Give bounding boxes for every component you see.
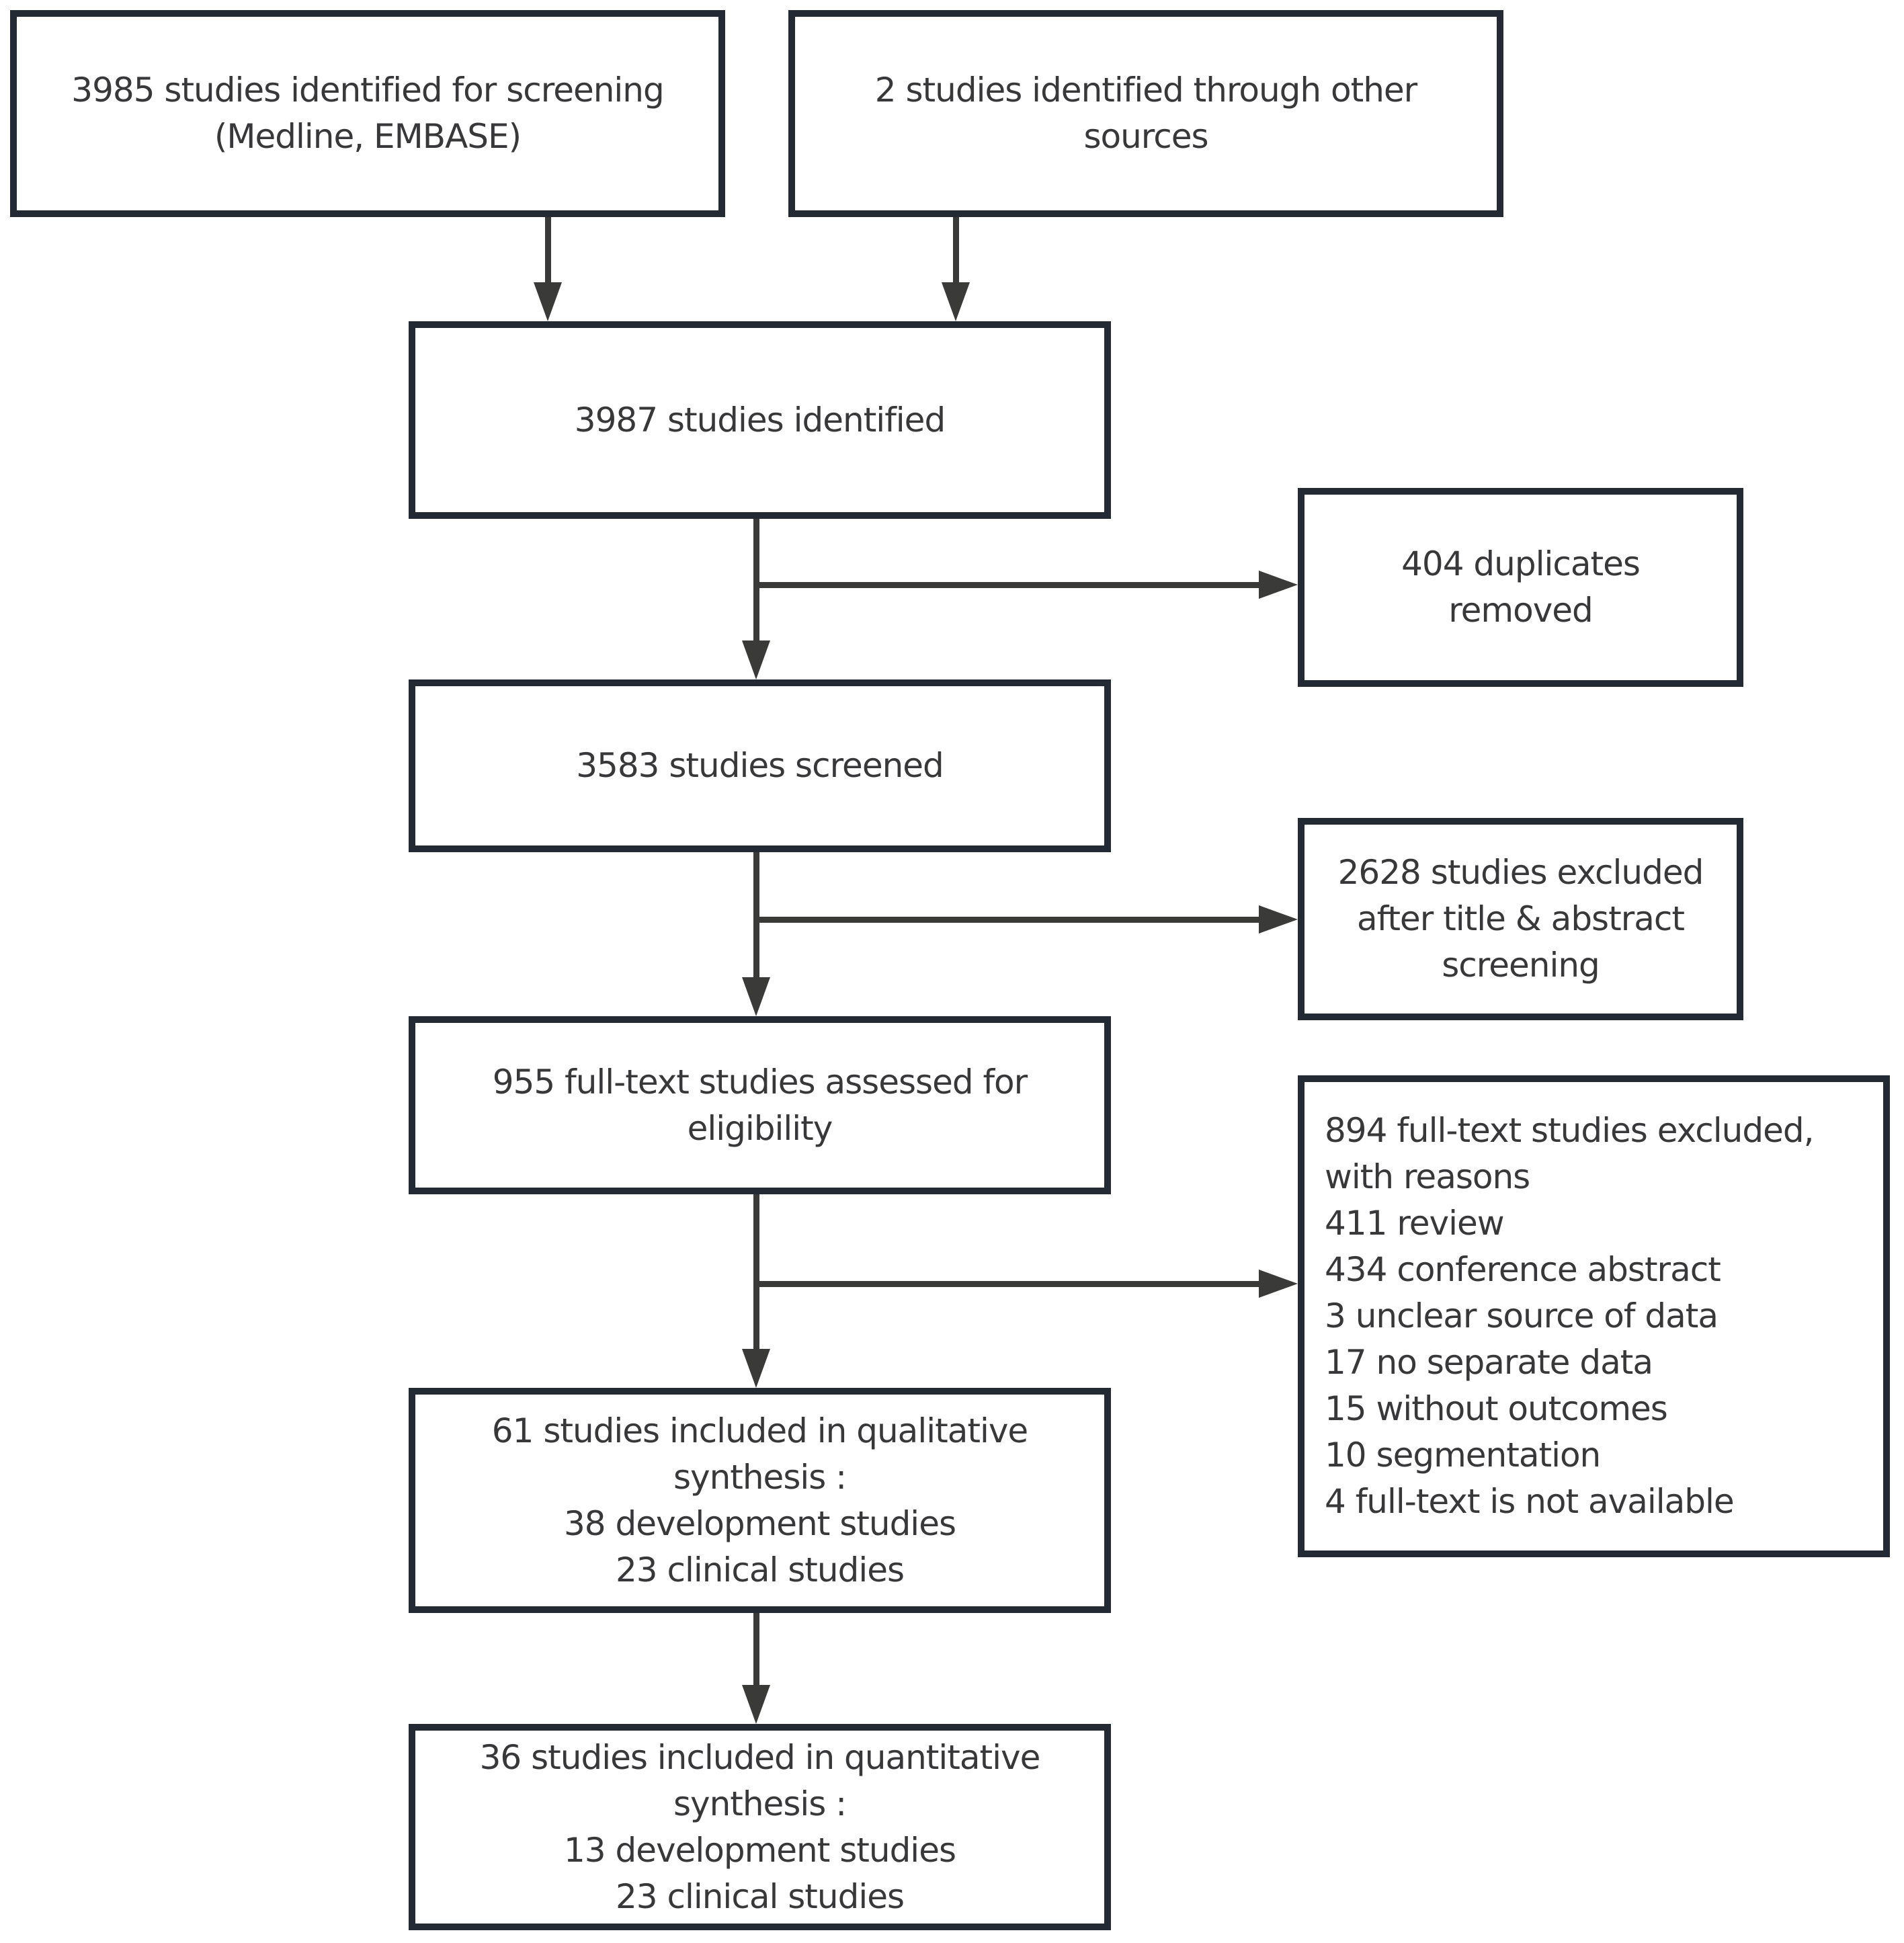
arrowhead-down-icon <box>742 1349 770 1388</box>
box-text-line: synthesis : <box>673 1784 847 1823</box>
box-quantitative-synthesis: 36 studies included in quantitative synt… <box>409 1724 1111 1930</box>
box-fulltext-assessed: 955 full-text studies assessed for eligi… <box>409 1016 1111 1194</box>
box-text-line: 894 full-text studies excluded, <box>1325 1111 1814 1150</box>
connector-to-duplicates-removed <box>753 582 1259 588</box>
box-studies-other-sources: 2 studies identified through other sourc… <box>788 10 1503 217</box>
box-text-line: 3987 studies identified <box>574 400 946 440</box>
box-text-line: 2628 studies excluded <box>1337 853 1704 892</box>
connector-screened-to-fulltext <box>753 852 759 977</box>
box-text-line: 2 studies identified through other <box>874 71 1417 110</box>
box-text-line: 4 full-text is not available <box>1325 1482 1735 1521</box>
box-text-line: 15 without outcomes <box>1325 1389 1668 1428</box>
box-text-line: 36 studies included in quantitative <box>479 1737 1041 1777</box>
box-fulltext-excluded-reasons: 894 full-text studies excluded, with rea… <box>1298 1075 1890 1557</box>
box-text-line: 404 duplicates <box>1401 544 1641 583</box>
connector-fulltext-to-qualitative <box>753 1194 759 1349</box>
arrowhead-right-icon <box>1259 571 1298 599</box>
connector-to-excluded-title-abstract <box>753 917 1259 923</box>
box-text-line: 10 segmentation <box>1325 1436 1601 1475</box>
box-text-line: 434 conference abstract <box>1325 1250 1721 1289</box>
box-text-line: 17 no separate data <box>1325 1343 1653 1382</box>
box-text-line: 61 studies included in qualitative <box>491 1411 1028 1450</box>
box-text-line: with reasons <box>1325 1157 1530 1196</box>
box-text-line: removed <box>1448 591 1593 630</box>
box-text-line: 411 review <box>1325 1204 1505 1243</box>
box-text-line: 3 unclear source of data <box>1325 1296 1719 1335</box>
box-text-line: 13 development studies <box>563 1830 956 1870</box>
arrowhead-down-icon <box>742 640 770 679</box>
box-text-line: (Medline, EMBASE) <box>214 117 522 156</box>
arrowhead-right-icon <box>1259 905 1298 934</box>
box-excluded-title-abstract: 2628 studies excluded after title & abst… <box>1298 818 1743 1020</box>
arrowhead-down-icon <box>942 282 970 321</box>
box-text-line: screening <box>1442 946 1600 985</box>
box-text-line: sources <box>1083 117 1208 156</box>
box-text-line: 3985 studies identified for screening <box>71 71 664 110</box>
box-text-line: 955 full-text studies assessed for <box>492 1062 1028 1102</box>
box-text-line: 23 clinical studies <box>615 1550 905 1589</box>
box-duplicates-removed: 404 duplicates removed <box>1298 488 1743 687</box>
box-studies-identified-for-screening: 3985 studies identified for screening (M… <box>10 10 725 217</box>
connector-to-fulltext-excluded <box>753 1281 1259 1287</box>
box-text-line: 3583 studies screened <box>576 746 944 785</box>
box-text-line: 23 clinical studies <box>615 1876 905 1916</box>
box-studies-screened: 3583 studies screened <box>409 679 1111 852</box>
box-text-line: eligibility <box>687 1108 833 1148</box>
box-text-line: 38 development studies <box>563 1503 956 1543</box>
box-text-line: after title & abstract <box>1356 899 1685 938</box>
arrowhead-down-icon <box>742 977 770 1016</box>
arrowhead-down-icon <box>742 1685 770 1724</box>
connector-source1-to-identified <box>545 217 551 282</box>
connector-qualitative-to-quantitative <box>753 1613 759 1685</box>
box-qualitative-synthesis: 61 studies included in qualitative synth… <box>409 1388 1111 1613</box>
connector-source2-to-identified <box>953 217 959 282</box>
box-text-line: synthesis : <box>673 1457 847 1497</box>
connector-identified-to-screened <box>753 519 759 640</box>
arrowhead-right-icon <box>1259 1270 1298 1298</box>
box-studies-identified: 3987 studies identified <box>409 321 1111 519</box>
arrowhead-down-icon <box>534 282 562 321</box>
